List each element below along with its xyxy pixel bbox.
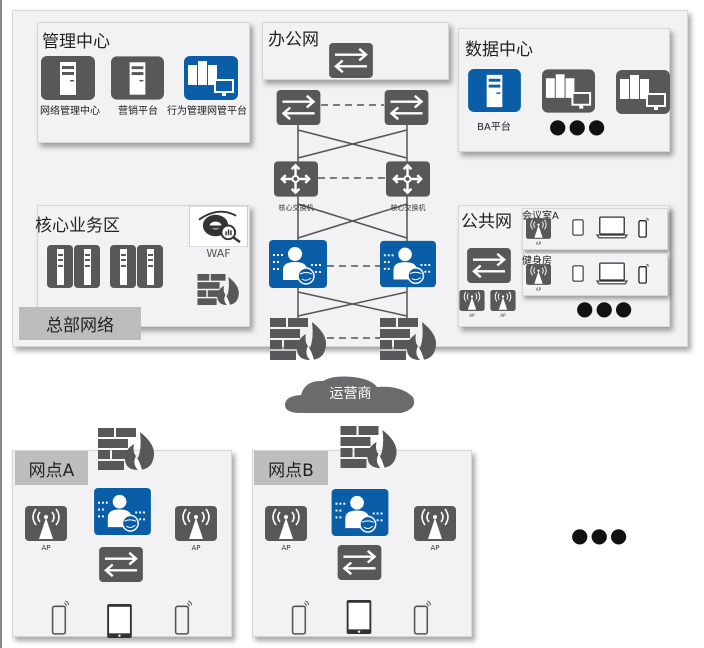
- server-monitor-icon: [542, 69, 595, 113]
- phone-icon: [173, 600, 193, 636]
- ap-label: AP: [281, 544, 291, 552]
- network-management-label: 网络管理中心: [40, 106, 100, 117]
- phone-icon: [638, 218, 649, 238]
- data-center-title: 数据中心: [465, 40, 533, 60]
- laptop-icon: [596, 262, 628, 285]
- switch-icon: [329, 43, 373, 78]
- ap-icon: [526, 264, 551, 285]
- tablet-icon: [345, 599, 373, 635]
- switch-icon: [384, 90, 429, 125]
- public-network-title: 公共网: [461, 212, 512, 232]
- ba-server-icon: [468, 69, 521, 112]
- ap-icon: [459, 290, 485, 311]
- firewall-icon: [98, 428, 155, 470]
- server-monitor-icon: [616, 70, 670, 114]
- phone-icon: [290, 600, 310, 636]
- management-center-title: 管理中心: [42, 32, 110, 52]
- branch-a-label: 网点A: [15, 451, 88, 485]
- core-switch-label: 核心交换机: [278, 204, 314, 212]
- ap-icon: [25, 506, 67, 541]
- server-rack-icon: [47, 245, 73, 288]
- room-label: 会议室A: [522, 211, 559, 222]
- ap-icon: [265, 506, 307, 541]
- server-monitor-icon: [184, 56, 238, 100]
- ap-label: AP: [535, 287, 542, 292]
- ap-label: AP: [41, 544, 51, 552]
- ap-label: AP: [500, 313, 506, 318]
- ap-icon: [175, 506, 217, 541]
- server-icon: [41, 56, 95, 100]
- ap-label: AP: [430, 544, 440, 552]
- more-rooms-ellipsis: ●●●: [576, 296, 635, 320]
- core-switch-icon: [386, 161, 430, 197]
- ba-platform-label: BA平台: [477, 122, 511, 133]
- ap-icon: [490, 290, 516, 311]
- behavior-management-icon: [331, 489, 389, 536]
- headquarters-label: 总部网络: [19, 307, 141, 340]
- ap-icon: [414, 506, 456, 541]
- behavior-management-icon: [380, 240, 436, 288]
- firewall-icon: [190, 274, 247, 305]
- server-rack-icon: [137, 245, 163, 288]
- ap-label: AP: [191, 544, 201, 552]
- tablet-icon: [572, 219, 584, 236]
- waf-label: WAF: [206, 247, 231, 260]
- switch-icon: [337, 545, 382, 580]
- behavior-management-platform-label: 行为管理网管平台: [167, 106, 247, 117]
- behavior-management-icon: [269, 240, 327, 288]
- ap-label: AP: [535, 241, 542, 246]
- tablet-icon: [105, 603, 134, 639]
- server-rack-icon: [110, 245, 136, 288]
- ap-icon: [526, 218, 551, 239]
- firewall-icon: [380, 318, 437, 360]
- server-rack-icon: [74, 245, 100, 288]
- branch-b-label: 网点B: [254, 451, 328, 485]
- room-label: 健身房: [522, 256, 552, 267]
- waf-icon: [189, 206, 248, 247]
- marketing-platform-label: 营销平台: [118, 106, 158, 117]
- switch-icon: [99, 547, 143, 582]
- laptop-icon: [596, 216, 628, 239]
- core-switch-label: 核心交换机: [390, 204, 426, 212]
- phone-icon: [412, 600, 432, 636]
- server-icon: [111, 56, 164, 100]
- left-border: [0, 0, 2, 648]
- tablet-icon: [572, 265, 584, 282]
- behavior-management-icon: [93, 488, 152, 535]
- phone-icon: [50, 600, 70, 636]
- more-branches-ellipsis: ●●●: [571, 523, 630, 547]
- phone-icon: [638, 264, 649, 284]
- core-switch-icon: [274, 161, 318, 197]
- cloud-icon: [283, 375, 418, 415]
- core-business-title: 核心业务区: [35, 216, 120, 236]
- switch-icon: [276, 90, 321, 125]
- firewall-icon: [340, 426, 398, 468]
- firewall-icon: [270, 318, 327, 360]
- office-network-title: 办公网: [268, 30, 319, 50]
- switch-icon: [467, 248, 511, 283]
- ap-label: AP: [469, 313, 475, 318]
- more-servers-ellipsis: ●●●: [549, 114, 608, 138]
- isp-label: 运营商: [329, 386, 372, 402]
